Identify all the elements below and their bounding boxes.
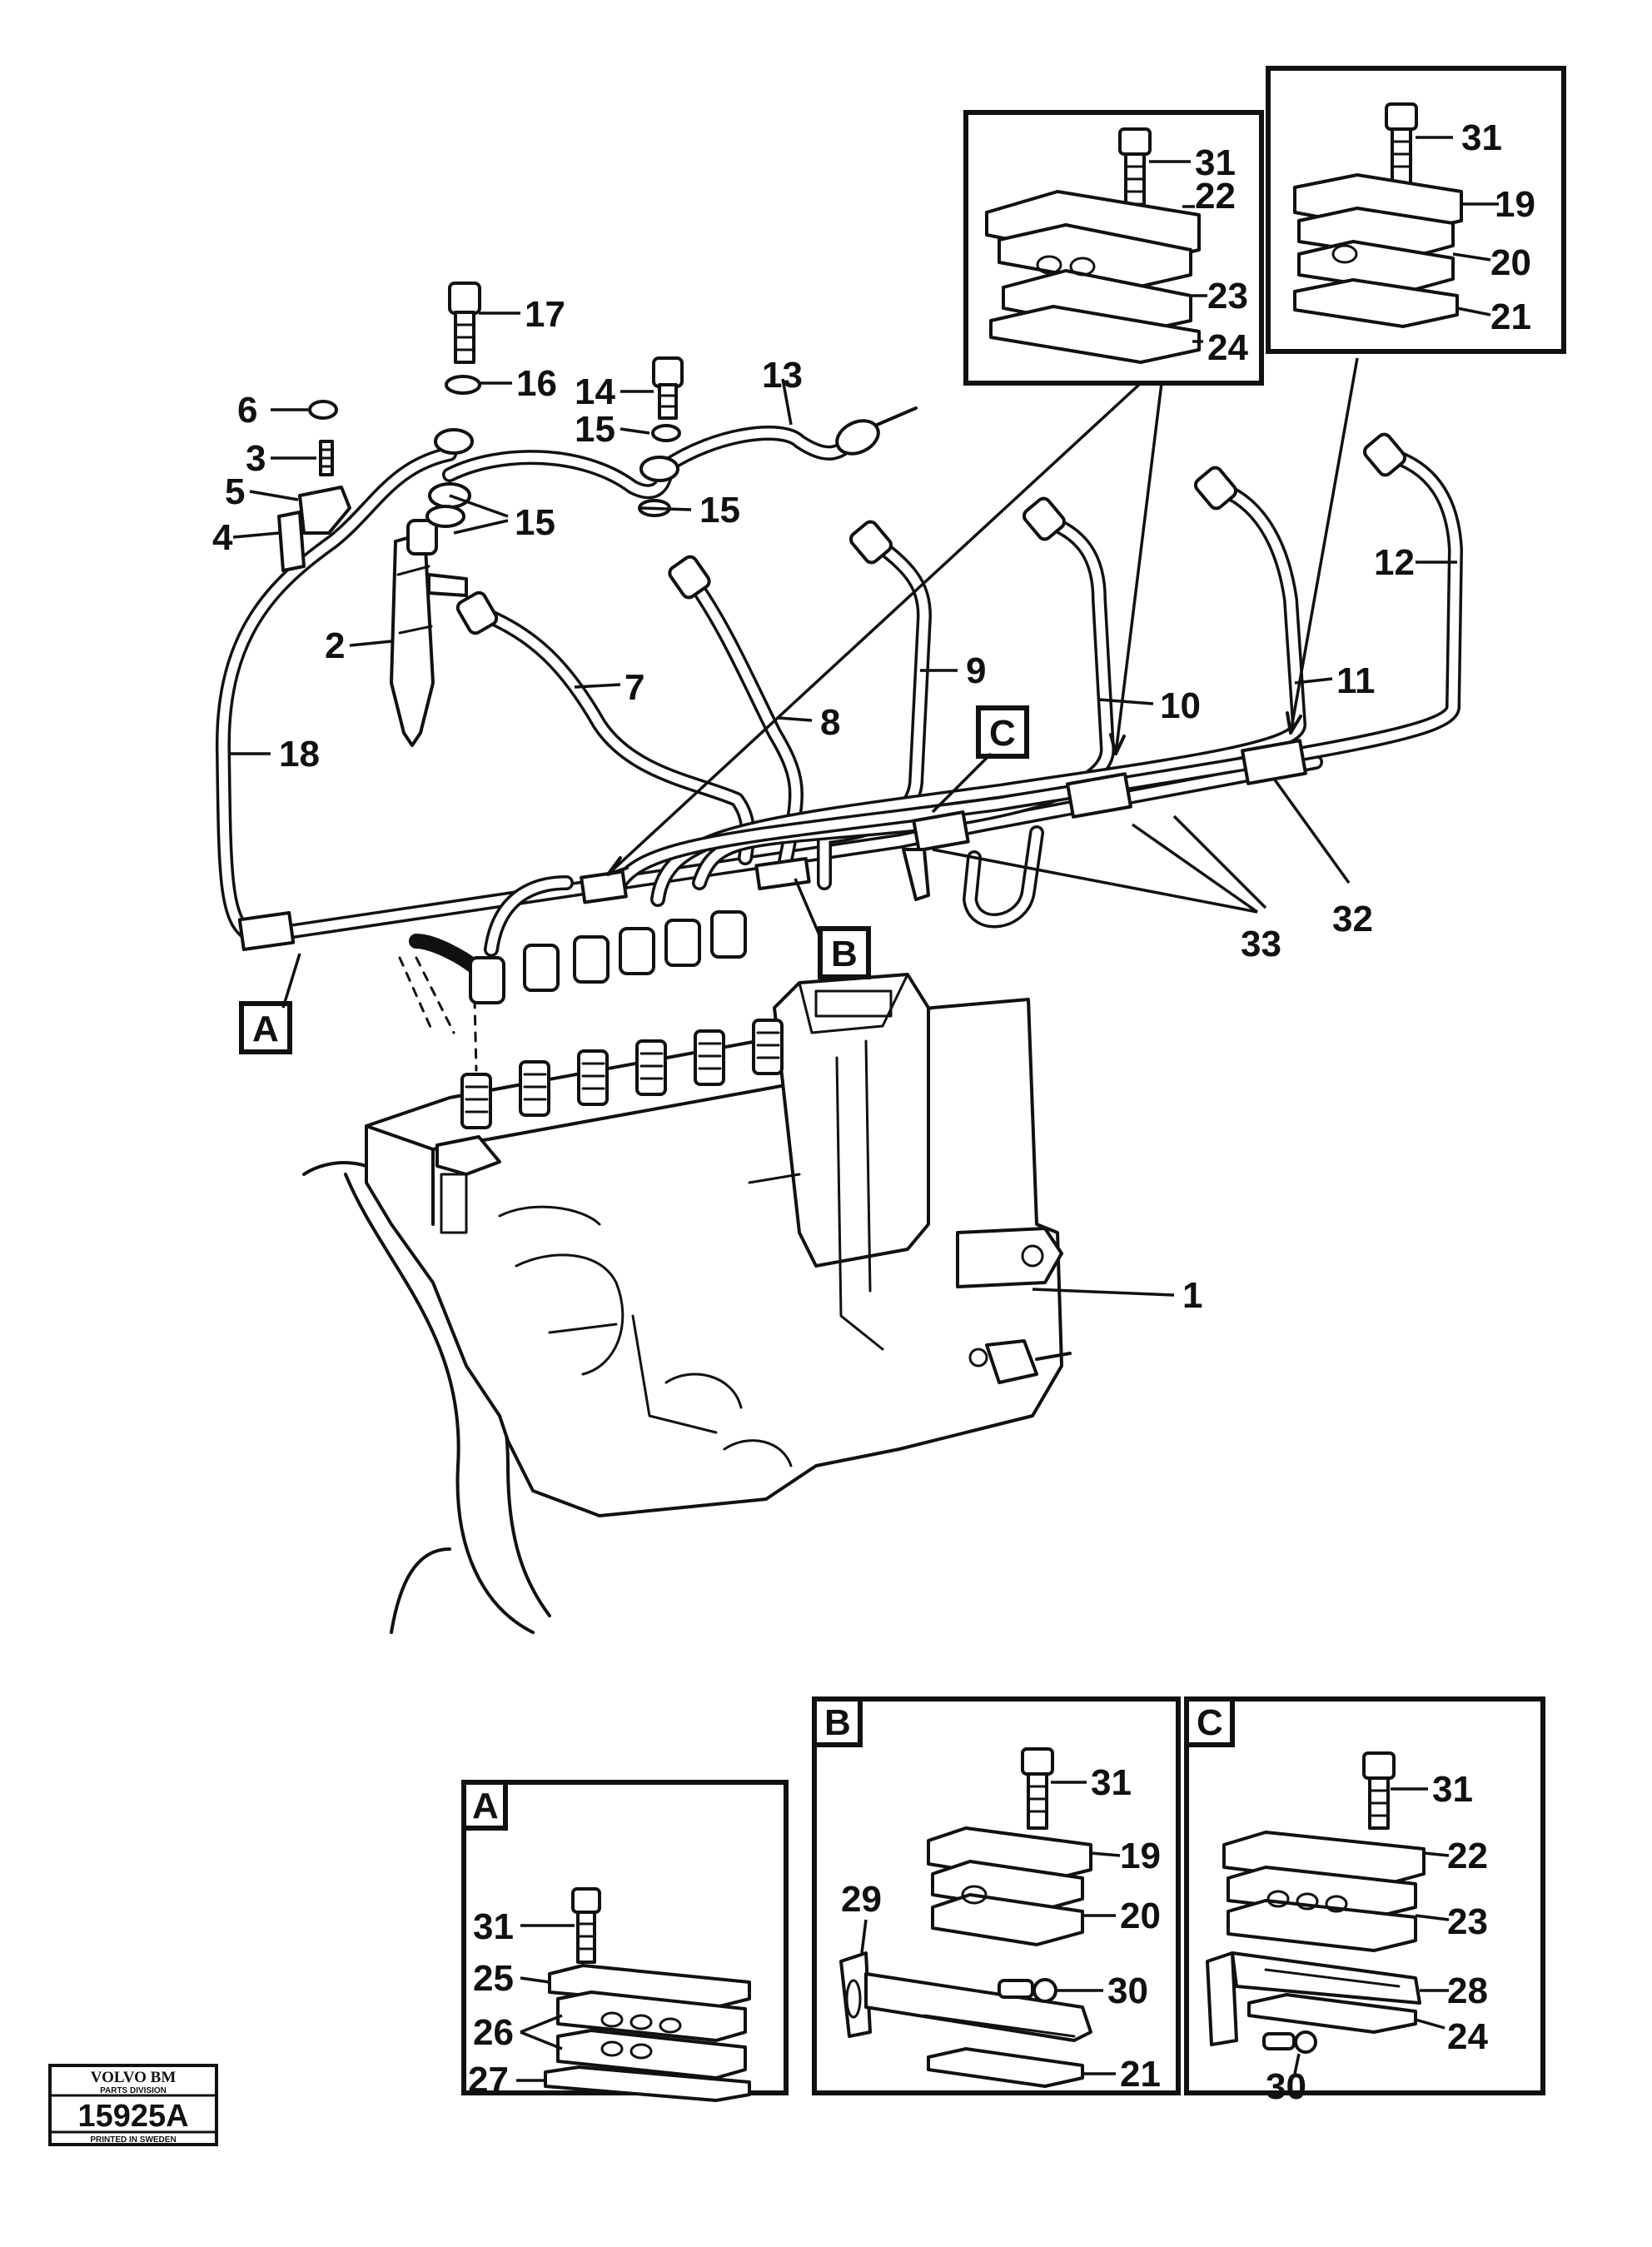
stamp-brand: VOLVO BM (91, 2069, 177, 2086)
detail-c-callout-31: 31 (1432, 1769, 1473, 1810)
detail-b: B 31 19 20 29 30 21 (812, 1696, 1181, 2095)
detail-c-callout-23: 23 (1447, 1901, 1488, 1942)
pipe-nuts-lower (469, 910, 747, 1004)
detail-c-callout-30: 30 (1266, 2066, 1306, 2107)
injection-pump (302, 956, 1072, 1634)
detail-a-callout-25: 25 (473, 1958, 514, 1999)
detail-b-callout-19: 19 (1120, 1836, 1161, 1876)
callout-15-injector: 15 (515, 502, 555, 543)
detail-c-callout-22: 22 (1447, 1836, 1488, 1876)
callout-33: 33 (1241, 924, 1281, 964)
callout-7: 7 (624, 667, 644, 708)
inset1-callout-22: 22 (1195, 176, 1236, 217)
callout-1: 1 (1182, 1275, 1202, 1316)
detail-a-callout-27: 27 (468, 2060, 509, 2100)
detail-c-title: C (1197, 1702, 1223, 1743)
stamp-division: PARTS DIVISION (100, 2086, 167, 2095)
callout-10: 10 (1160, 685, 1201, 726)
marker-c: C (989, 713, 1016, 754)
callout-9: 9 (966, 650, 986, 691)
injector-assembly (277, 281, 880, 747)
callout-6: 6 (237, 390, 257, 431)
callout-12: 12 (1374, 542, 1415, 583)
marker-a: A (252, 1009, 279, 1049)
section-markers: A B C (239, 705, 1029, 1054)
inset2-callout-20: 20 (1490, 242, 1531, 283)
inset-clamp-top-left: 31 22 23 24 (963, 110, 1264, 386)
marker-b: B (831, 934, 858, 974)
stamp-number: 15925A (77, 2099, 188, 2134)
callout-4: 4 (212, 517, 233, 558)
callout-16: 16 (516, 363, 557, 404)
stamp-footer: PRINTED IN SWEDEN (90, 2135, 176, 2145)
callout-3: 3 (246, 438, 266, 479)
volvo-bm-stamp: VOLVO BM PARTS DIVISION 15925A PRINTED I… (48, 2064, 218, 2146)
callout-18: 18 (279, 734, 320, 775)
callout-5: 5 (225, 471, 245, 512)
callout-15-upper: 15 (575, 409, 615, 450)
inset2-callout-31: 31 (1461, 117, 1502, 158)
main-callouts: 17 16 6 3 5 4 2 18 14 15 15 15 13 7 8 9 … (212, 294, 1415, 1316)
detail-b-callout-21: 21 (1120, 2054, 1161, 2095)
detail-c-callout-24: 24 (1447, 2016, 1488, 2057)
detail-a: A 31 25 26 27 (461, 1780, 789, 2102)
inset2-callout-19: 19 (1495, 184, 1535, 225)
callout-11: 11 (1336, 660, 1376, 701)
inset1-callout-31: 31 (1195, 142, 1236, 183)
detail-a-callout-31: 31 (473, 1906, 514, 1947)
detail-c-callout-28: 28 (1447, 1970, 1488, 2011)
detail-b-callout-31: 31 (1091, 1762, 1132, 1803)
detail-c: C 31 22 23 28 24 30 (1184, 1696, 1545, 2107)
callout-32: 32 (1332, 899, 1373, 939)
pipe-nuts-upper (455, 432, 1407, 635)
leader-lines (229, 311, 1457, 1297)
detail-a-title: A (472, 1786, 499, 1826)
callout-8: 8 (820, 702, 840, 743)
callout-17: 17 (525, 294, 565, 335)
detail-b-title: B (824, 1702, 851, 1743)
detail-a-callout-26: 26 (473, 2012, 514, 2053)
detail-b-callout-20: 20 (1120, 1896, 1161, 1936)
callout-14: 14 (575, 371, 615, 412)
detail-b-callout-29: 29 (841, 1879, 882, 1920)
inset1-callout-23: 23 (1207, 276, 1248, 316)
callout-2: 2 (325, 625, 345, 666)
callout-13: 13 (762, 355, 803, 396)
callout-15-lower: 15 (699, 490, 740, 531)
inset-clamp-top-right: 31 19 20 21 (1266, 66, 1566, 354)
pipe-clamps (237, 739, 1307, 952)
detail-b-callout-30: 30 (1107, 1970, 1148, 2011)
pump-delivery-valve-holders (435, 1019, 784, 1176)
inset2-callout-21: 21 (1490, 296, 1531, 337)
inset1-callout-24: 24 (1207, 327, 1248, 368)
